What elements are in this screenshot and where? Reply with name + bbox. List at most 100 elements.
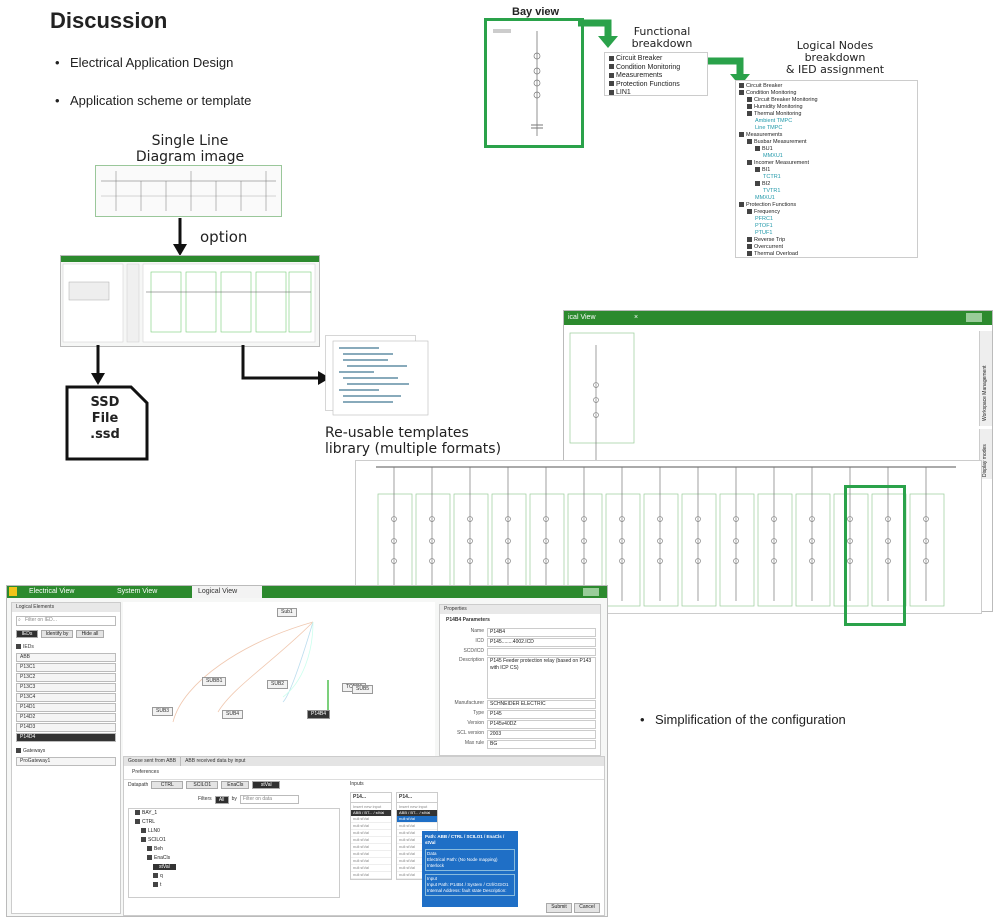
property-value[interactable]: SCHNEIDER ELECTRIC <box>487 700 596 709</box>
ied-item[interactable]: P13C1 <box>16 663 116 672</box>
input-cell[interactable]: null:stVal <box>351 816 391 823</box>
ied-item[interactable]: P13C4 <box>16 693 116 702</box>
ied-item[interactable]: P14D4 <box>16 733 116 742</box>
input-cell[interactable]: null:stVal <box>397 858 437 865</box>
insert-new-input-button[interactable]: Insert new input <box>399 804 428 809</box>
graph-node[interactable]: Sub1 <box>277 608 297 617</box>
identify-by-button[interactable]: Identify by <box>41 630 73 638</box>
data-tree-item[interactable]: stVal <box>129 863 339 872</box>
data-tree-item[interactable]: BAY_1 <box>129 809 339 818</box>
ied-item[interactable]: ABB <box>16 653 116 662</box>
data-tree-item[interactable]: CTRL <box>129 818 339 827</box>
tab-system-view[interactable]: System View <box>117 588 158 595</box>
input-cell[interactable]: null:stVal <box>351 844 391 851</box>
property-value[interactable]: P145 <box>487 710 596 719</box>
tooltip-input-desc: Input Path: P14B4 / System / Ctrl/GGIO1 … <box>427 882 509 893</box>
close-icon[interactable]: × <box>634 314 639 321</box>
graph-node[interactable]: SUB4 <box>222 710 244 719</box>
gateway-item[interactable]: ProGateway1 <box>16 757 116 766</box>
submit-button[interactable]: Submit <box>546 903 572 913</box>
property-value[interactable]: P145........4002.ICD <box>487 638 596 647</box>
ied-item[interactable]: P13C3 <box>16 683 116 692</box>
property-value[interactable] <box>487 648 596 656</box>
tab-logical-view[interactable]: Logical View <box>192 586 262 598</box>
window-controls-icon[interactable] <box>583 588 599 596</box>
ln-item: BI1 <box>739 167 914 174</box>
preferences-header[interactable]: Preferences <box>124 766 604 780</box>
input-cell[interactable]: null:stVal <box>397 844 437 851</box>
filter-all-button[interactable]: All <box>214 795 229 804</box>
datapath-seg-enacls[interactable]: EnaCls <box>221 781 250 789</box>
property-value[interactable]: 2003 <box>487 730 596 739</box>
data-tree-item[interactable]: LLN0 <box>129 827 339 836</box>
tab-goose-sent[interactable]: Goose sent from ABB <box>124 757 182 766</box>
data-tree-item[interactable]: SCILO1 <box>129 836 339 845</box>
property-value[interactable]: P14B4 <box>487 628 596 637</box>
tab-electrical-view[interactable]: Electrical View <box>29 588 75 595</box>
input-cell[interactable]: null:stVal <box>351 865 391 872</box>
input-cell[interactable]: null:stVal <box>397 865 437 872</box>
input-cell[interactable]: null:stVal <box>351 858 391 865</box>
app-thumbnail <box>60 255 320 347</box>
input-column-header[interactable]: P14... <box>397 793 437 803</box>
ied-item[interactable]: P14D1 <box>16 703 116 712</box>
bullet-1: Electrical Application Design <box>55 55 233 70</box>
ied-item[interactable]: P14D3 <box>16 723 116 732</box>
graph-node[interactable]: P14B4 <box>307 710 331 719</box>
tab-received-data[interactable]: ABB received data by input <box>185 758 246 764</box>
graph-node[interactable]: SUB3 <box>152 707 174 716</box>
input-cell[interactable]: null:stVal <box>397 830 437 837</box>
inputs-label: Inputs <box>350 781 364 787</box>
graph-node[interactable]: SUBB1 <box>202 677 227 686</box>
input-cell[interactable]: null:stVal <box>351 837 391 844</box>
datapath-row: Datapath CTRL SCILO1 EnaCls stVal <box>128 781 340 789</box>
input-cell[interactable]: null:stVal <box>397 837 437 844</box>
sld-symbol <box>885 558 891 564</box>
input-cell[interactable]: null:stVal <box>397 823 437 830</box>
sld-symbol <box>467 516 473 522</box>
data-filter-input[interactable]: Filter on data <box>239 795 299 804</box>
ied-item[interactable]: P14D2 <box>16 713 116 722</box>
ieds-group[interactable]: IEDs <box>16 644 116 651</box>
functional-breakdown-label: Functional breakdown <box>631 25 693 50</box>
workspace-management-tab[interactable]: Workspace Management <box>979 331 992 426</box>
input-column-header[interactable]: P14... <box>351 793 391 803</box>
templates-label: Re-usable templates library (multiple fo… <box>325 425 502 457</box>
cancel-button[interactable]: Cancel <box>574 903 600 913</box>
data-tree-item[interactable]: EnaCls <box>129 854 339 863</box>
tooltip-input-title: Input <box>427 876 438 881</box>
property-value[interactable]: P145 Feeder protection relay (based on P… <box>487 657 596 699</box>
input-cell[interactable]: null:stVal <box>397 872 437 879</box>
input-cell[interactable]: null:stVal <box>351 830 391 837</box>
datapath-seg-ctrl[interactable]: CTRL <box>151 781 184 789</box>
display-modes-tab[interactable]: Display modes <box>979 429 992 479</box>
property-value[interactable]: P145v40DZ <box>487 720 596 729</box>
gateways-group[interactable]: Gateways <box>16 748 116 755</box>
property-key: Name <box>470 628 484 634</box>
data-tree-item[interactable]: Beh <box>129 845 339 854</box>
input-cell[interactable]: null:stVal <box>351 823 391 830</box>
ln-item: PTUF1 <box>755 230 773 236</box>
input-cell[interactable]: null:stVal <box>397 851 437 858</box>
input-cell[interactable]: null:stVal <box>351 851 391 858</box>
sld-symbol <box>581 538 587 544</box>
insert-new-input-button[interactable]: Insert new input <box>353 804 382 809</box>
window-controls-icon[interactable] <box>966 313 982 322</box>
input-cell[interactable]: null:stVal <box>351 872 391 879</box>
ied-filter-input[interactable]: ⌕ Filter on IED... <box>16 616 116 626</box>
sld-symbol <box>543 538 549 544</box>
datapath-seg-scilo1[interactable]: SCILO1 <box>186 781 219 789</box>
property-value[interactable]: BG <box>487 740 596 749</box>
sld-symbol <box>681 493 717 607</box>
graph-node[interactable]: SUB2 <box>267 680 289 689</box>
data-tree-item[interactable]: q <box>129 872 339 881</box>
ied-item[interactable]: P13C2 <box>16 673 116 682</box>
datapath-seg-stval[interactable]: stVal <box>252 781 281 789</box>
input-cell[interactable]: null:stVal <box>397 816 437 823</box>
sld-window-tab[interactable]: ical View <box>568 314 596 321</box>
graph-node[interactable]: SUB5 <box>352 685 374 694</box>
data-tree-item[interactable]: t <box>129 881 339 890</box>
hide-all-button[interactable]: Hide all <box>76 630 104 638</box>
ieds-toggle[interactable]: IEDs <box>16 630 38 638</box>
